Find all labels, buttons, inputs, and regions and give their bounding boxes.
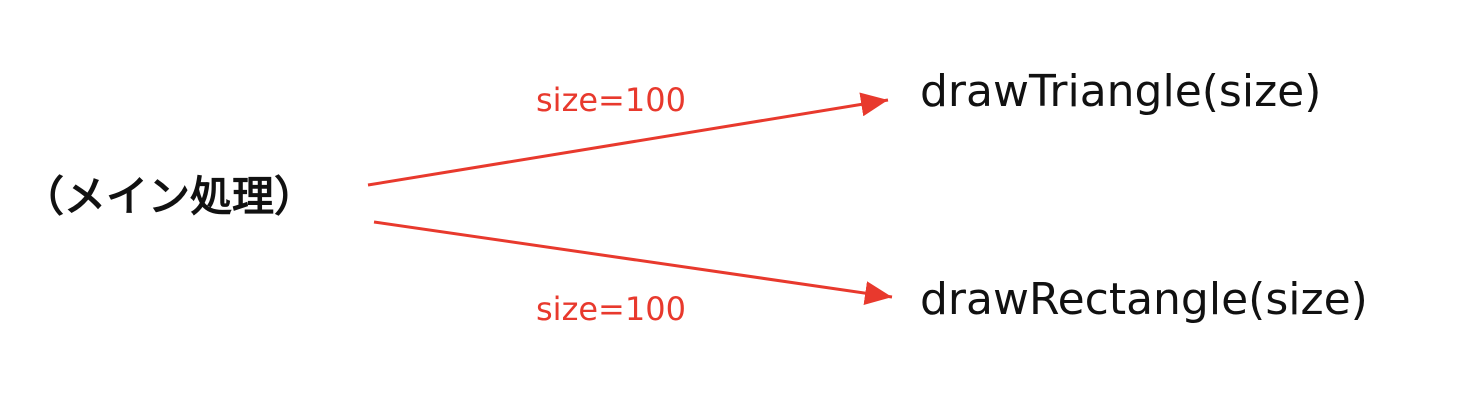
edge-label-rectangle: size=100 <box>536 290 686 328</box>
main-process-label: （メイン処理） <box>22 172 317 221</box>
draw-triangle-label: drawTriangle(size) <box>920 66 1322 117</box>
arrow-to-draw-rectangle <box>373 220 893 306</box>
draw-rectangle-label: drawRectangle(size) <box>920 274 1368 325</box>
edge-label-triangle: size=100 <box>536 81 686 119</box>
arrow-to-draw-triangle <box>367 92 889 187</box>
